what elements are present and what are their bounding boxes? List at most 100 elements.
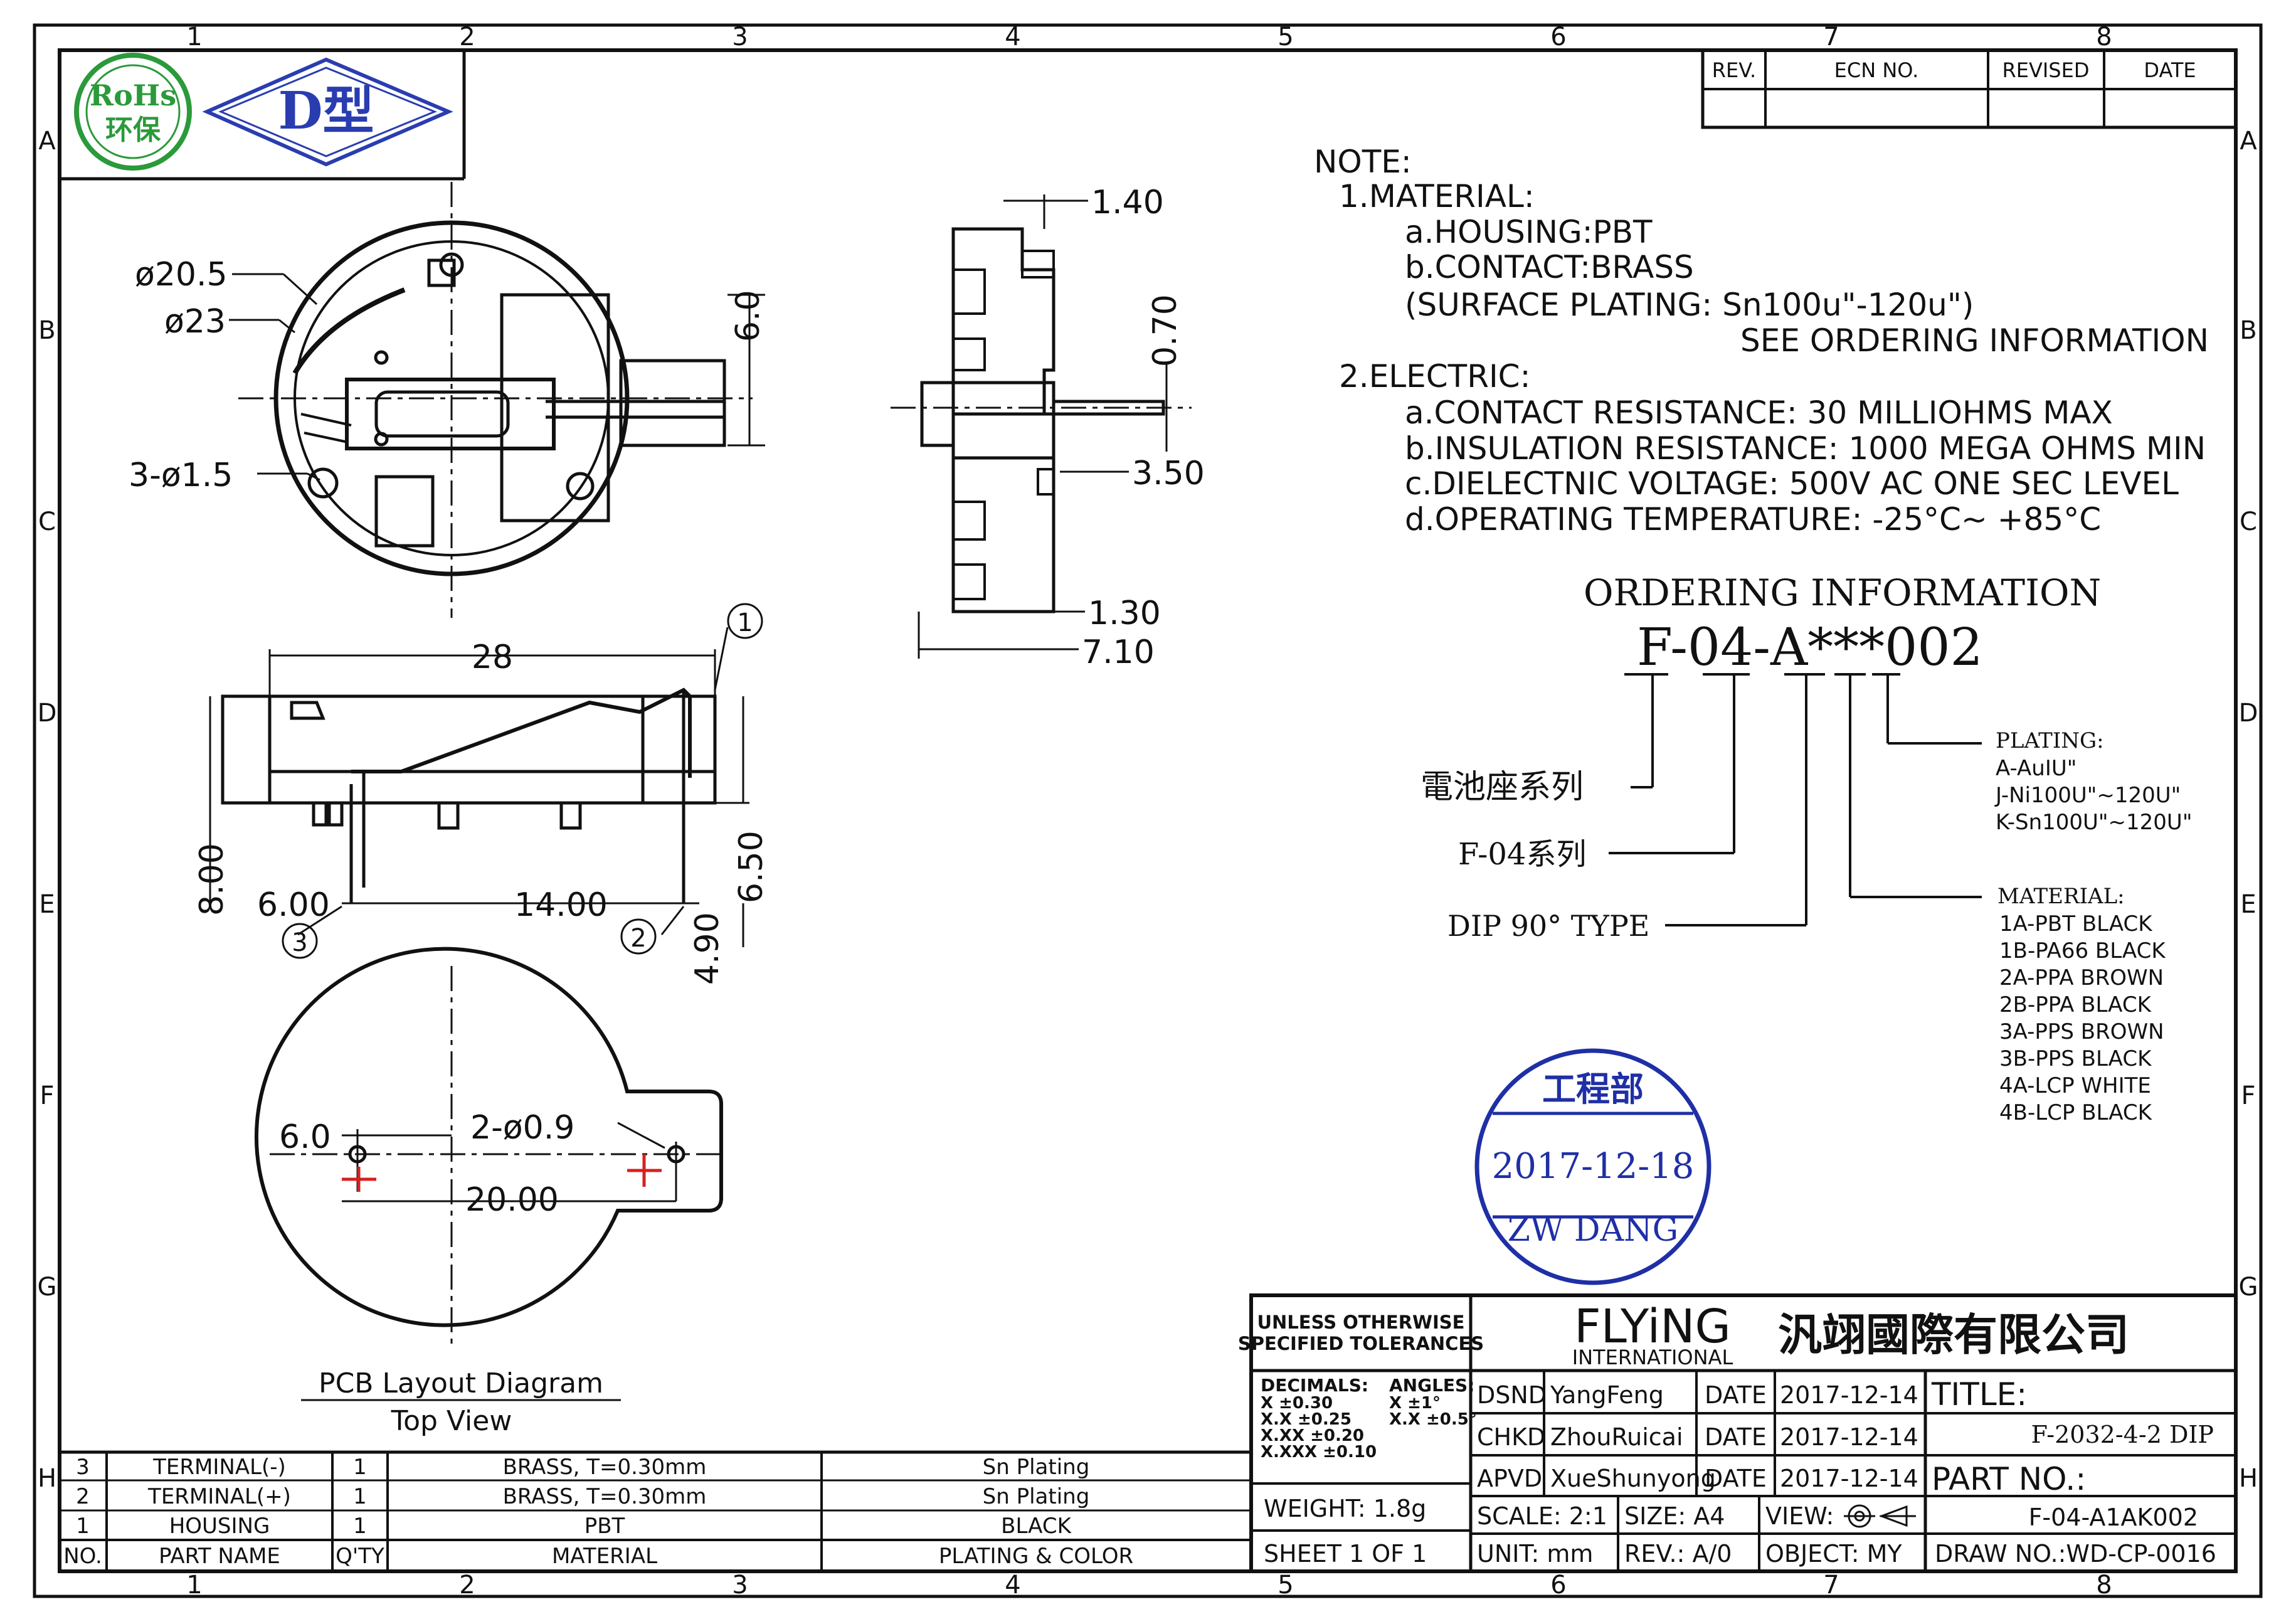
bom-header-qty: Q'TY [336,1544,384,1569]
callout-2-icon [620,918,657,955]
dim-20-00: 20.00 [465,1181,559,1219]
title-block-text: UNLESS OTHERWISE SPECIFIED TOLERANCES DE… [1238,1300,2216,1568]
date-header: DATE [2144,58,2196,82]
sheet-value: SHEET 1 OF 1 [1264,1540,1427,1568]
bom-cell: BRASS, T=0.30mm [503,1455,707,1480]
note-dielectric: c.DIELECTNIC VOLTAGE: 500V AC ONE SEC LE… [1405,465,2179,502]
dim-6-50: 6.50 [733,831,770,903]
rev-header: REV. [1712,58,1756,82]
date-1: 2017-12-14 [1780,1381,1918,1409]
grid-col-bottom: 8 [2096,1571,2112,1600]
bom-header-plating: PLATING & COLOR [939,1544,1133,1569]
angle-tolerance-row: X ±1° [1389,1394,1441,1413]
bom-header-no: NO. [63,1544,102,1569]
bom-cell: HOUSING [169,1514,270,1539]
date-label-1: DATE [1705,1381,1767,1409]
grid-row-right: E [2240,890,2256,919]
front-view-dims [209,627,749,947]
material-option: 2B-PPA BLACK [1999,992,2152,1017]
decimal-tolerance-row: X.XX ±0.20 [1261,1426,1364,1445]
revised-header: REVISED [2002,58,2090,82]
grid-row-left: A [38,127,56,156]
object-value: OBJECT: MY [1765,1540,1902,1568]
logo-box: RoHs 环保 D型 [60,50,466,181]
grid-row-right: F [2241,1081,2255,1110]
bom-cell: BLACK [1001,1514,1072,1539]
date-3: 2017-12-14 [1780,1465,1918,1492]
grid-row-left: B [38,316,55,345]
bom-cell: Sn Plating [983,1455,1090,1480]
note-electric: 2.ELECTRIC: [1339,358,1530,395]
bom-cell: PBT [585,1514,625,1539]
scale-value: SCALE: 2:1 [1477,1502,1607,1530]
plating-list: A-AuIU"J-Ni100U"~120U"K-Sn100U"~120U" [1994,756,2192,835]
grid-row-right: H [2239,1464,2258,1493]
front-view [221,687,717,903]
material-option: 3B-PPS BLACK [1999,1046,2152,1071]
angle-tolerance-row: X.X ±0.5° [1389,1410,1477,1429]
grid-row-right: A [2240,127,2257,156]
projection-symbol-icon [1844,1504,1916,1528]
note-temperature: d.OPERATING TEMPERATURE: -25°C~ +85°C [1405,501,2101,538]
plating-option: A-AuIU" [1996,756,2076,781]
dsnd-label: DSND [1477,1381,1547,1409]
bom-header-material: MATERIAL [552,1544,657,1569]
chkd-label: CHKD [1477,1423,1545,1451]
grid-col-bottom: 2 [459,1571,475,1600]
dim-2-holes: 2-ø0.9 [470,1109,574,1147]
type-diamond-icon [202,57,453,167]
material-heading: MATERIAL: [1997,884,2125,909]
dim-28: 28 [472,639,513,676]
rohs-cn-text: 环保 [105,114,161,146]
unit-value: UNIT: mm [1477,1540,1593,1568]
grid-col-bottom: 3 [732,1571,748,1600]
bom-cell: TERMINAL(-) [152,1455,286,1480]
dsnd-name: YangFeng [1550,1381,1664,1409]
material-option: 1B-PA66 BLACK [1999,938,2166,963]
top-view-dims [229,273,765,481]
grid-row-left: H [38,1464,56,1493]
top-view [238,182,753,618]
grid-row-right: D [2239,699,2258,728]
rohs-text: RoHs [90,78,176,112]
grid-col-top: 5 [1278,23,1293,51]
material-option: 4B-LCP BLACK [1999,1100,2153,1125]
series-cn: 電池座系列 [1420,768,1584,806]
dim-14-00: 14.00 [514,886,608,924]
grid-col-bottom: 6 [1550,1571,1566,1600]
note-contact-res: a.CONTACT RESISTANCE: 30 MILLIOHMS MAX [1405,395,2113,431]
bom-cell: 3 [76,1455,90,1480]
note-contact: b.CONTACT:BRASS [1405,249,1694,285]
side-view [891,227,1192,613]
dim-6-0: 6.0 [279,1118,331,1156]
title-block [1249,1293,2238,1573]
rev-value: REV.: A/0 [1624,1540,1732,1568]
dim-7-10: 7.10 [1082,634,1155,671]
dim-1-30: 1.30 [1088,595,1161,632]
apvd-name: XueShunyong [1550,1465,1716,1492]
part-label: PART NO.: [1932,1461,2086,1497]
ordering-code: F-04-A***002 [1637,618,1983,677]
type-name: DIP 90° TYPE [1447,909,1649,943]
dim-dia-inner: ø20.5 [135,256,228,294]
callout-1-icon [727,603,763,639]
callout-2: 2 [630,924,646,953]
chkd-name: ZhouRuicai [1550,1423,1683,1451]
dim-dia-outer: ø23 [164,303,226,341]
pcb-layout-title: PCB Layout Diagram [319,1367,603,1399]
rohs-badge-icon [74,53,192,171]
weight-value: WEIGHT: 1.8g [1264,1495,1426,1522]
grid-row-left: F [40,1081,54,1110]
bom-cell: Sn Plating [983,1484,1090,1509]
grid-row-left: D [38,699,57,728]
material-option: 4A-LCP WHITE [1999,1073,2151,1098]
callout-3-icon [282,923,318,959]
bom-table [58,1450,1253,1573]
notes-block: NOTE: 1.MATERIAL: a.HOUSING:PBT b.CONTAC… [1314,144,2209,538]
pcb-layout [254,947,727,1349]
